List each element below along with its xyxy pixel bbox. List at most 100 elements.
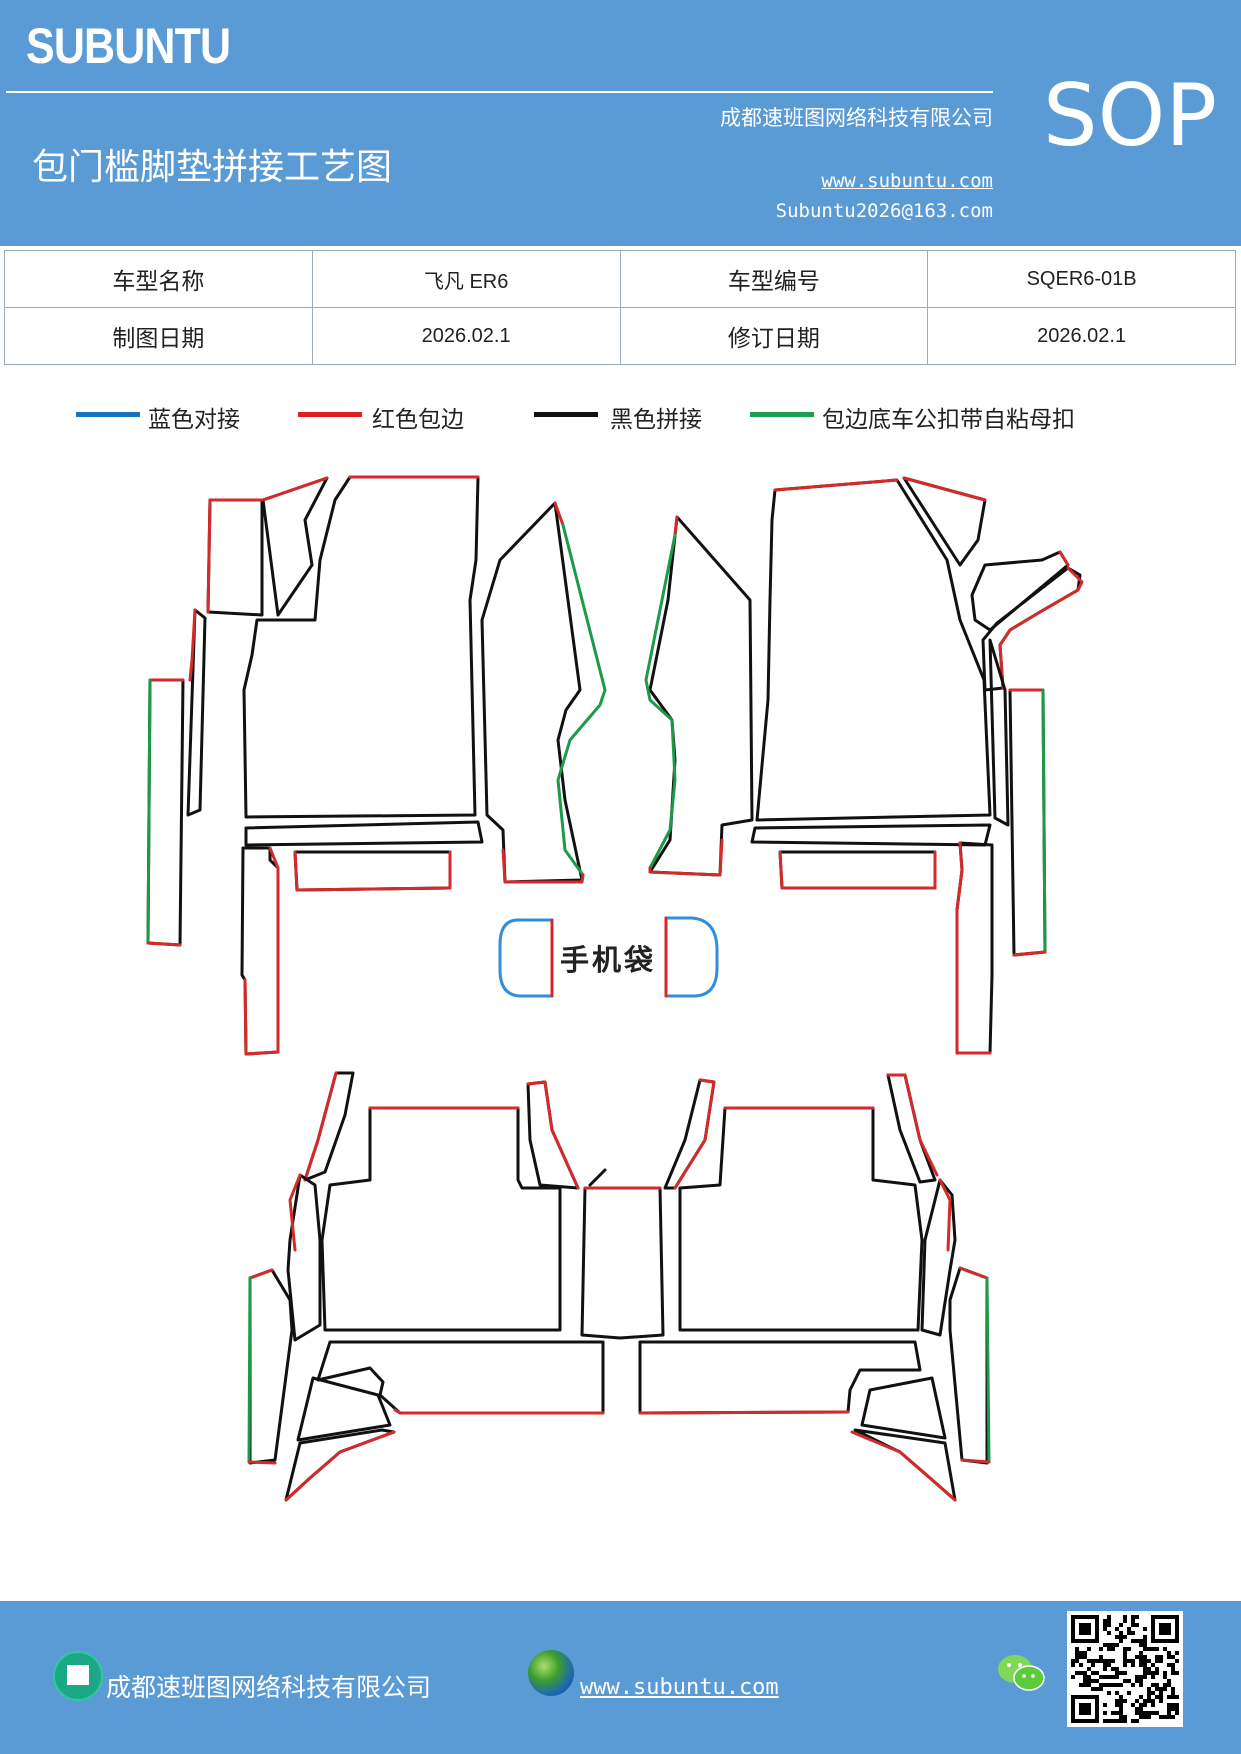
legend-swatch-green <box>750 412 814 417</box>
header-company-name: 成都速班图网络科技有限公司 <box>720 106 993 130</box>
mat-edge-k <box>755 478 992 822</box>
header-website-link[interactable]: www.subuntu.com <box>821 170 993 192</box>
mat-edge-k <box>860 1376 947 1440</box>
mat-edge-r <box>288 1173 302 1252</box>
mat-edge-r <box>553 501 565 527</box>
mat-edge-g <box>985 1276 991 1464</box>
header-email: Subuntu2026@163.com <box>775 200 993 222</box>
mat-edge-r <box>526 1080 580 1190</box>
mat-edge-r <box>778 850 937 890</box>
phone-pocket <box>498 916 719 998</box>
mat-edge-r <box>188 608 197 682</box>
revise-date-value: 2026.02.1 <box>927 307 1236 365</box>
mat-edge-r <box>1012 950 1047 957</box>
mat-edge-b <box>664 916 719 998</box>
footer-website-link[interactable]: www.subuntu.com <box>580 1675 779 1700</box>
legend-label-green: 包边底车公扣带自粘母扣 <box>822 407 1075 433</box>
mat-edge-g <box>1041 688 1047 954</box>
mat-edge-k <box>902 476 987 567</box>
model-code-label: 车型编号 <box>619 250 929 308</box>
rear-left-mat <box>247 1071 665 1502</box>
mat-edge-r <box>673 515 679 537</box>
header-banner: SUBUNTU 包门槛脚垫拼接工艺图 成都速班图网络科技有限公司 www.sub… <box>0 0 1241 246</box>
mat-edge-k <box>920 1178 957 1337</box>
phone-pocket-label: 手机袋 <box>560 943 656 977</box>
mat-edge-r <box>960 1458 991 1464</box>
mat-edge-g <box>644 533 677 870</box>
legend-label-blue: 蓝色对接 <box>148 407 240 433</box>
building-icon <box>53 1651 103 1701</box>
mat-edge-k <box>303 1071 355 1182</box>
mat-edge-k <box>588 1168 607 1187</box>
mat-edge-r <box>303 1071 338 1182</box>
mat-edge-k <box>242 475 480 819</box>
vehicle-info-table: 车型名称 飞凡 ER6 车型编号 SQER6-01B 制图日期 2026.02.… <box>4 250 1236 365</box>
mat-edge-r <box>902 476 987 502</box>
table-row: 制图日期 2026.02.1 修订日期 2026.02.1 <box>4 307 1236 365</box>
mat-edge-k <box>970 550 1070 632</box>
mat-edge-k <box>480 501 584 884</box>
model-name-value: 飞凡 ER6 <box>311 250 621 308</box>
mat-edge-r <box>284 1430 396 1502</box>
mat-edge-k <box>648 515 754 877</box>
model-name-label: 车型名称 <box>4 250 313 308</box>
mat-edge-k <box>320 1106 562 1332</box>
mat-edge-k <box>286 1173 322 1342</box>
mat-edge-k <box>778 850 937 890</box>
revise-date-label: 修订日期 <box>619 307 929 365</box>
mat-edge-k <box>981 566 1082 692</box>
mat-edge-g <box>146 678 152 945</box>
header-divider <box>6 91 993 93</box>
sop-badge: SOP <box>1043 66 1218 166</box>
draw-date-value: 2026.02.1 <box>311 307 621 365</box>
footer-company-name: 成都速班图网络科技有限公司 <box>106 1673 432 1702</box>
mat-edge-g <box>556 523 607 877</box>
mat-edge-k <box>244 820 484 847</box>
mat-edge-k <box>316 1340 605 1415</box>
legend-swatch-black <box>534 412 598 417</box>
mat-edge-k <box>988 638 1010 827</box>
color-legend: 蓝色对接 红色包边 黑色拼接 包边底车公扣带自粘母扣 <box>0 402 1241 442</box>
mat-edge-k <box>1008 688 1047 957</box>
mat-edge-k <box>293 850 452 892</box>
mat-edge-k <box>296 1376 392 1442</box>
model-code-value: SQER6-01B <box>927 250 1236 308</box>
document-title: 包门槛脚垫拼接工艺图 <box>32 147 393 188</box>
mat-edge-r <box>261 476 329 502</box>
brand-logo: SUBUNTU <box>26 18 231 74</box>
front-right-mat <box>644 476 1084 1055</box>
mat-edge-b <box>498 918 554 998</box>
mat-edge-k <box>146 678 185 947</box>
draw-date-label: 制图日期 <box>4 307 313 365</box>
wechat-icon[interactable] <box>996 1653 1046 1693</box>
mat-edge-k <box>678 1106 924 1332</box>
mat-edge-r <box>243 846 280 1056</box>
mat-edge-k <box>948 1266 989 1465</box>
mat-edge-r <box>673 1078 716 1190</box>
mat-edge-r <box>247 1460 277 1465</box>
qr-code-icon[interactable] <box>1067 1611 1183 1727</box>
mat-edge-r <box>850 1430 957 1502</box>
legend-swatch-blue <box>76 412 140 417</box>
mat-edge-r <box>248 1268 274 1280</box>
mat-edge-r <box>958 1266 989 1280</box>
mat-edge-k <box>240 846 280 1056</box>
mat-edge-r <box>393 1408 605 1415</box>
mat-edge-k <box>886 1073 937 1184</box>
globe-icon <box>528 1650 574 1696</box>
rear-right-mat <box>638 1073 991 1502</box>
mat-edge-g <box>247 1276 252 1464</box>
mat-edge-r <box>501 848 585 884</box>
mat-edge-k <box>206 498 264 617</box>
mat-edge-r <box>886 1073 939 1177</box>
table-row: 车型名称 飞凡 ER6 车型编号 SQER6-01B <box>4 250 1236 308</box>
mat-edge-r <box>293 850 452 892</box>
mat-edge-k <box>248 1268 294 1465</box>
mat-edge-r <box>206 498 264 614</box>
mat-edge-k <box>580 1186 665 1340</box>
mat-edge-r <box>938 1178 952 1252</box>
legend-swatch-red <box>298 412 362 417</box>
mat-edge-r <box>1058 550 1070 567</box>
mat-edge-k <box>186 608 207 817</box>
